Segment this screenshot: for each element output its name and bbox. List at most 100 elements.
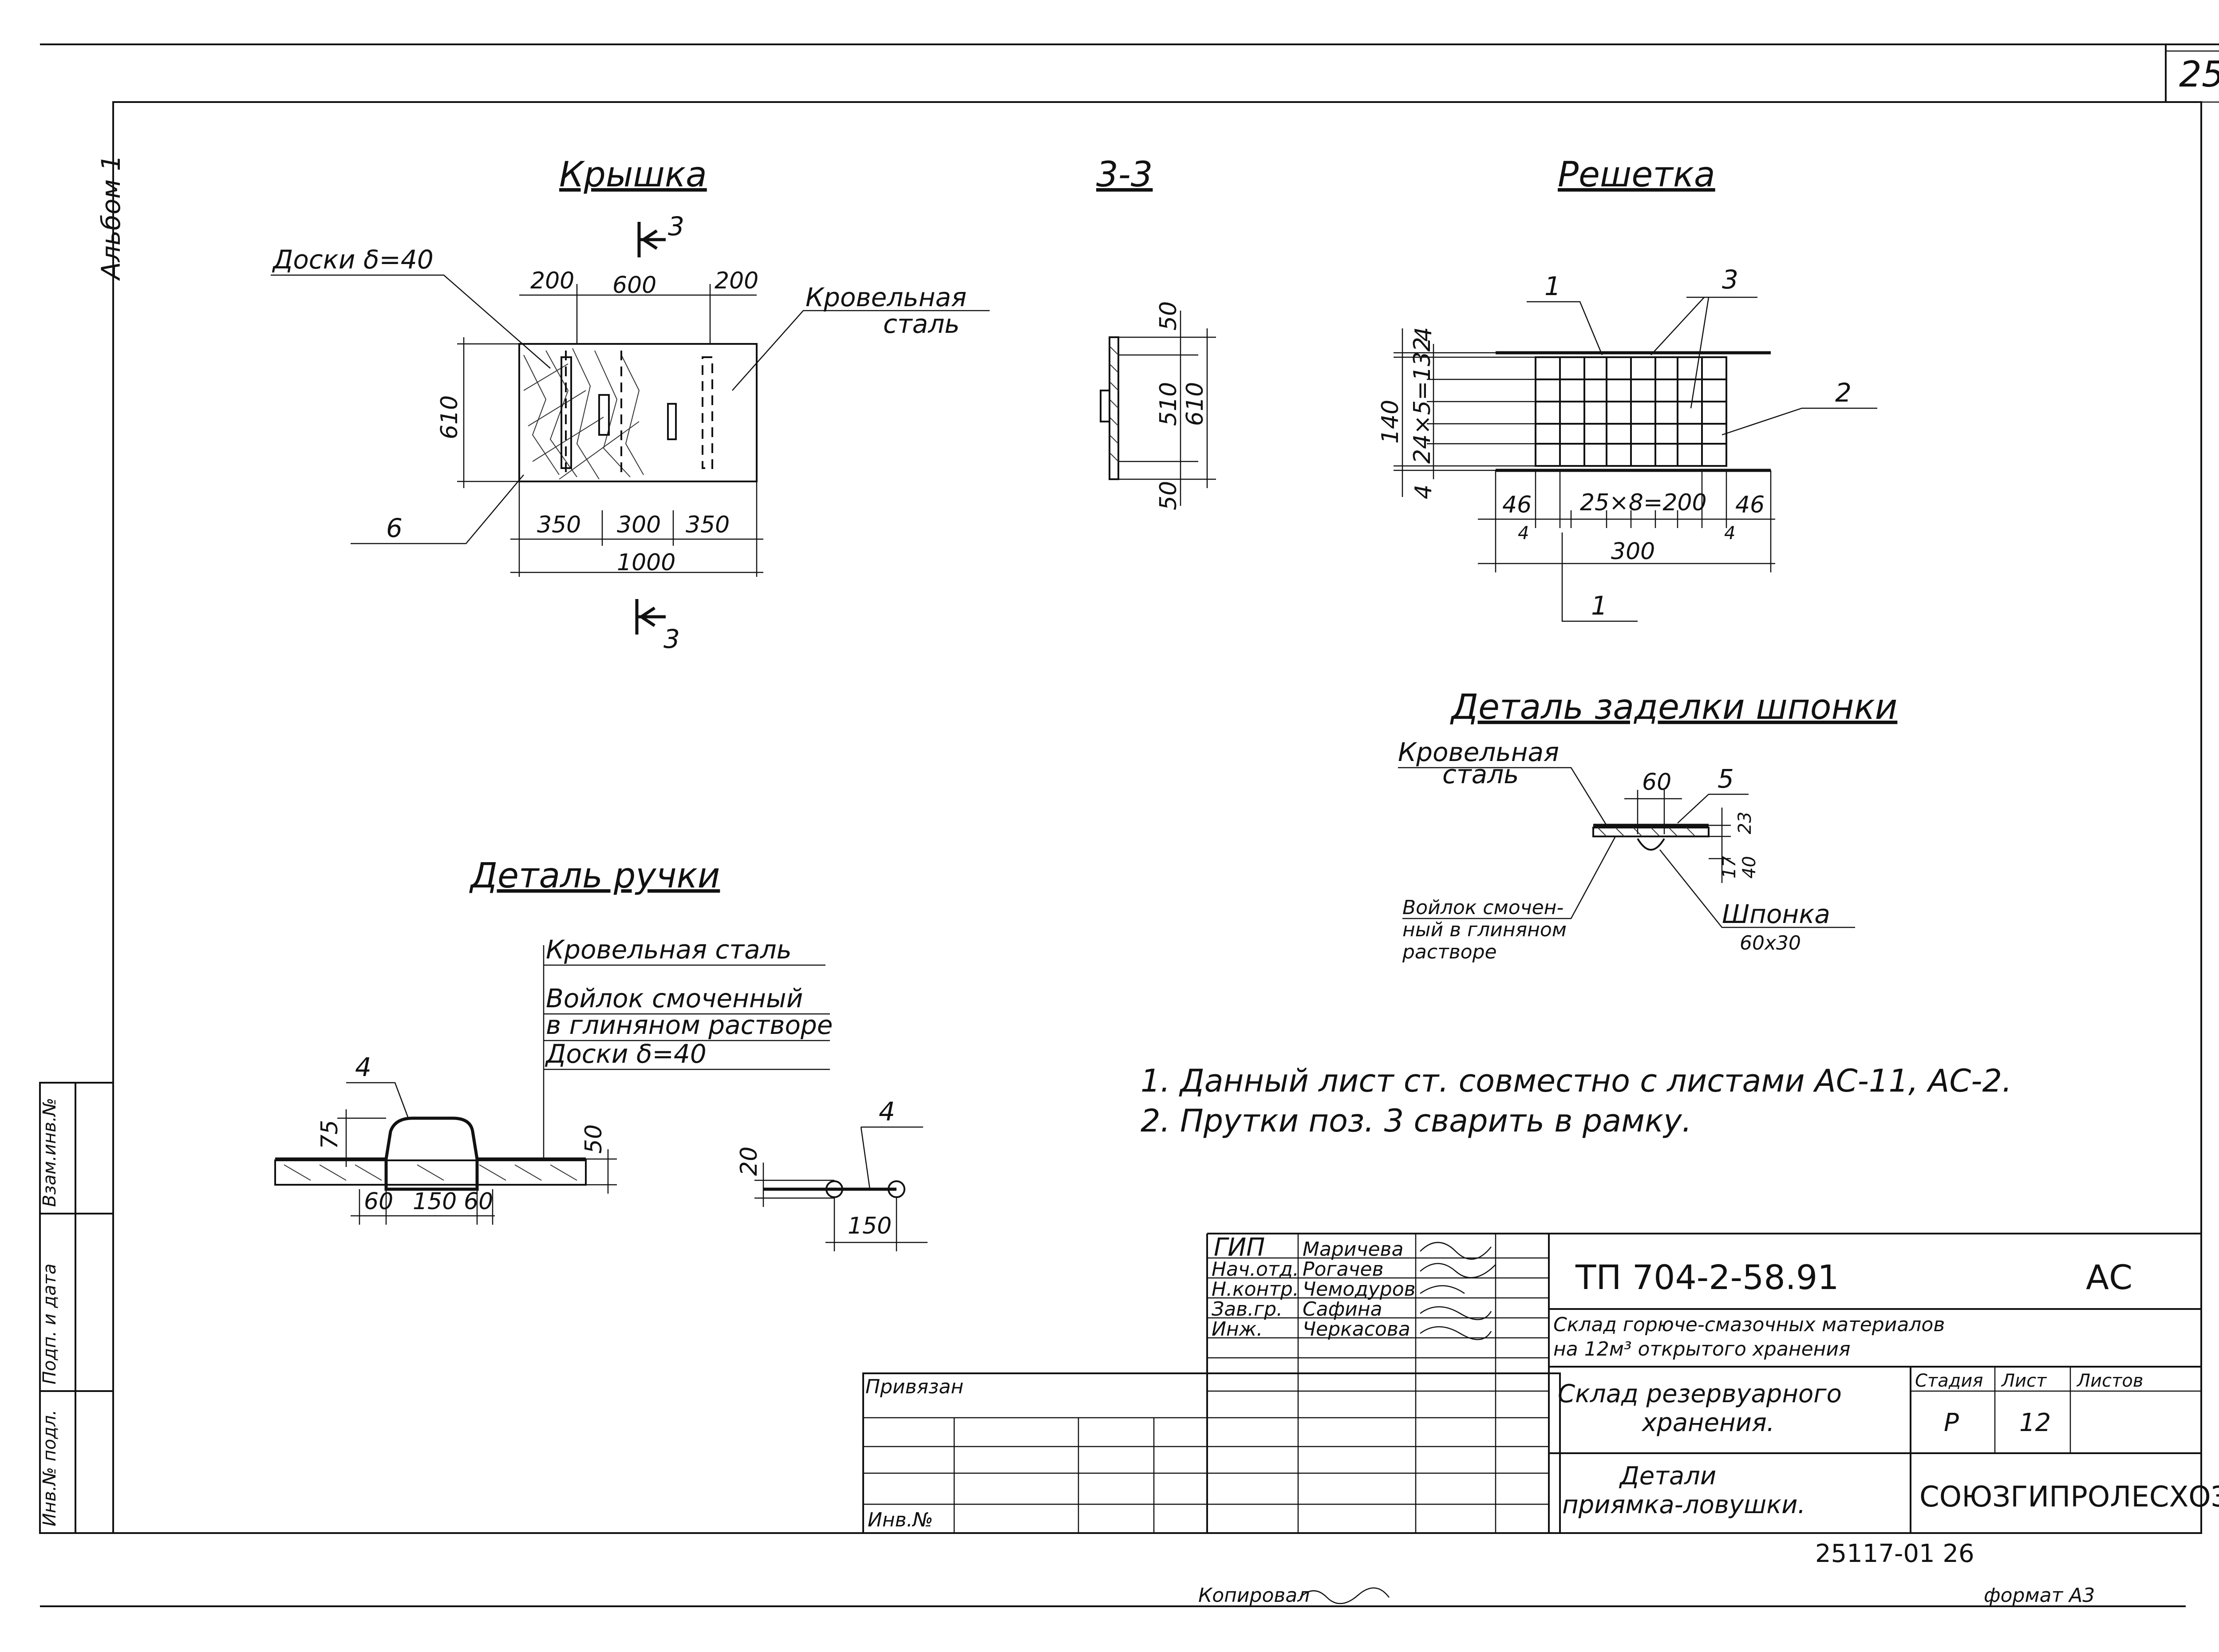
handle-detail-view: Деталь ручки Кровельная сталь Войлок смо… [274, 856, 928, 1251]
grate-dim-bottom-3: 46 [1735, 492, 1765, 518]
tb-name-1: Маричева [1303, 1238, 1403, 1261]
key-dim-top: 60 [1642, 769, 1671, 796]
sheet-number: 25 [2179, 54, 2219, 95]
lid-callout: 6 [386, 513, 403, 543]
tb-name-3: Чемодуров [1303, 1278, 1416, 1301]
copied-label: Копировал [1198, 1584, 1310, 1607]
tb-sheet: 12 [2019, 1408, 2051, 1437]
lid-title: Крышка [559, 155, 707, 195]
tb-role-5: Инж. [1212, 1318, 1263, 1341]
tb-role-4: Зав.гр. [1212, 1298, 1283, 1321]
side-stamp-2: Подп. и дата [39, 1264, 60, 1384]
tb-object-name-2: хранения. [1641, 1408, 1775, 1437]
grate-dim-bottom-1: 46 [1502, 492, 1532, 518]
grate-dim-bottom-2: 25×8=200 [1580, 489, 1707, 516]
grate-dim-left-4: 4 [1410, 485, 1437, 499]
format-label: формат А3 [1984, 1584, 2095, 1607]
tb-object-name: Склад резервуарного [1558, 1380, 1842, 1408]
section-title: 3-3 [1096, 155, 1153, 195]
tb-doc-code: ТП 704-2-58.91 [1575, 1258, 1839, 1297]
grate-dim-small-2: 4 [1724, 523, 1735, 544]
lid-dim-total: 1000 [617, 549, 675, 576]
lid-section-mark-top: 3 [668, 211, 684, 241]
tb-project-title-2: на 12м³ открытого хранения [1553, 1338, 1851, 1360]
tb-inv-label: Инв.№ [868, 1509, 933, 1531]
section-dim-4: 50 [1155, 481, 1182, 510]
section-dim-1: 50 [1155, 301, 1182, 331]
key-dim-right-1: 23 [1735, 812, 1755, 834]
lid-label-roof-steel: Кровельная [805, 282, 967, 312]
tb-role-3: Н.контр. [1212, 1278, 1299, 1301]
tb-name-5: Черкасова [1303, 1318, 1410, 1341]
handle-dim-bottom-1: 60 [364, 1188, 393, 1215]
tb-col-sheets: Листов [2076, 1371, 2143, 1391]
lid-dim-top-2: 600 [612, 272, 656, 299]
grate-title: Решетка [1558, 155, 1715, 195]
handle-callout-2: 4 [879, 1096, 895, 1127]
note-1: 1. Данный лист ст. совместно с листами А… [1141, 1063, 2012, 1099]
handle-dim-bottom-3: 60 [464, 1188, 493, 1215]
album-label: Альбом 1 [96, 155, 126, 281]
key-label-roof-steel: Кровельная [1398, 737, 1559, 767]
handle-title: Деталь ручки [469, 856, 720, 896]
handle-callout: 4 [355, 1052, 371, 1082]
section-dim-2: 510 [1155, 382, 1182, 426]
tb-sheet-title-2: приямка-ловушки. [1562, 1490, 1805, 1519]
lid-dim-bottom-3: 350 [686, 512, 730, 538]
key-callout: 5 [1718, 764, 1734, 794]
key-label-felt: Войлок смочен- [1402, 896, 1564, 919]
key-detail-view: Деталь заделки шпонки 60 23 17 40 5 Кров… [1398, 687, 1897, 963]
lid-view: Крышка 3 3 200 600 200 610 350 [271, 155, 990, 654]
lid-dim-top-3: 200 [715, 268, 758, 294]
tb-role-2: Нач.отд. [1212, 1258, 1299, 1281]
key-title: Деталь заделки шпонки [1450, 687, 1897, 727]
tb-sheet-title: Детали [1619, 1462, 1716, 1490]
sheet-frame [40, 43, 2219, 1607]
handle-legend-2: Войлок смоченный [546, 983, 803, 1013]
grate-callout-2: 2 [1835, 378, 1852, 408]
handle-legend-3: в глиняном растворе [546, 1010, 833, 1040]
section-dim-3: 610 [1182, 382, 1208, 426]
tb-signatures [1420, 1242, 1496, 1340]
bottom-code: 25117-01 26 [1815, 1539, 1974, 1568]
note-2: 2. Прутки поз. 3 сварить в рамку. [1141, 1103, 1692, 1139]
key-label-felt-2: ный в глиняном [1402, 919, 1567, 941]
grate-dim-left-3: 24×5=132 [1409, 337, 1436, 464]
lid-label-boards: Доски δ=40 [272, 244, 434, 275]
key-label-roof-steel-2: сталь [1442, 759, 1519, 789]
tb-col-stage: Стадия [1915, 1371, 1983, 1391]
handle-legend-4: Доски δ=40 [545, 1039, 707, 1069]
side-stamp-1: Взам.инв.№ [39, 1098, 60, 1207]
grate-callout-1: 1 [1544, 271, 1561, 301]
handle-dim-left-2: 20 [736, 1147, 762, 1176]
lid-dim-height: 610 [436, 395, 463, 439]
tb-name-4: Сафина [1303, 1298, 1382, 1321]
handle-dim-bottom-2b: 150 [848, 1213, 892, 1239]
tb-project-title: Склад горюче-смазочных материалов [1553, 1313, 1945, 1336]
grate-dim-left-1: 4 [1410, 327, 1437, 342]
tb-col-sheet: Лист [2001, 1371, 2047, 1391]
grate-bars [1536, 357, 1726, 466]
lid-label-roof-steel-2: сталь [883, 309, 959, 339]
lid-dim-top-1: 200 [530, 268, 574, 294]
key-label-key-size: 60x30 [1740, 932, 1801, 954]
tb-bound-label: Привязан [865, 1376, 963, 1398]
grate-dim-left-2: 140 [1377, 400, 1404, 444]
lid-dim-bottom-2: 300 [617, 512, 661, 538]
handle-dim-left: 75 [316, 1120, 343, 1149]
handle-dim-right: 50 [580, 1124, 607, 1154]
title-block: ГИП Нач.отд. Н.контр. Зав.гр. Инж. Марич… [862, 1233, 2219, 1534]
grate-dim-total: 300 [1611, 538, 1655, 565]
handle-legend-1: Кровельная сталь [546, 934, 792, 965]
key-dim-right-3: 40 [1739, 856, 1760, 879]
section-3-3-view: 3-3 50 510 610 50 [1096, 155, 1216, 510]
key-label-felt-3: растворе [1402, 941, 1497, 963]
tb-stage: Р [1944, 1408, 1959, 1437]
tb-name-2: Рогачев [1303, 1258, 1384, 1281]
lid-section-mark-bottom: 3 [663, 624, 680, 654]
key-label-key: Шпонка [1722, 899, 1830, 929]
grate-callout-1b: 1 [1591, 591, 1607, 621]
lid-board-hatch [523, 348, 644, 480]
tb-organization: СОЮЗГИПРОЛЕСХОЗ [1919, 1481, 2219, 1514]
